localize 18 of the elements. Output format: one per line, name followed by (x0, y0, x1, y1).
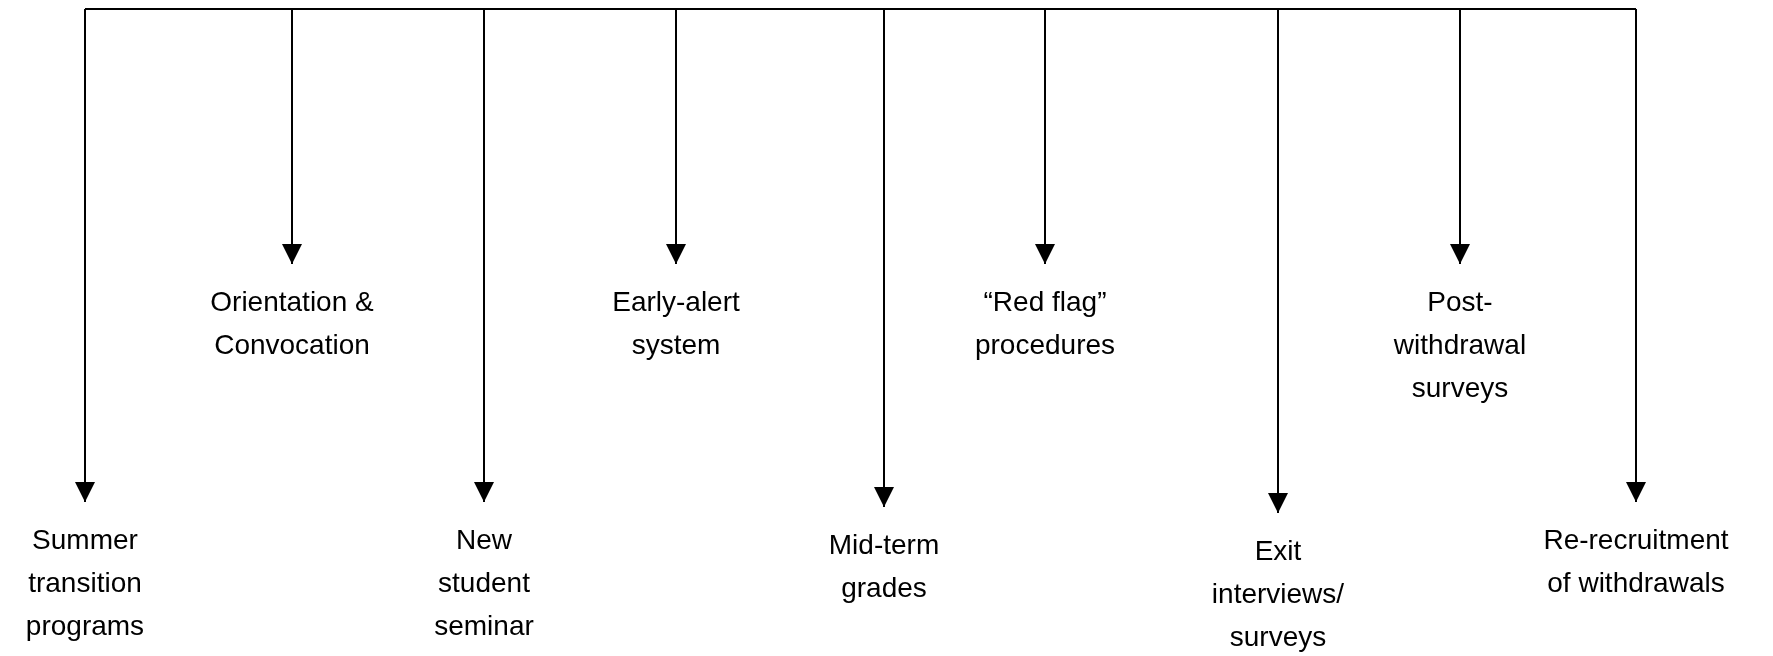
arrow (1035, 8, 1055, 265)
arrow (1450, 8, 1470, 265)
arrow (1626, 8, 1646, 503)
arrow (282, 8, 302, 265)
milestone-label: Early-alert system (591, 280, 761, 366)
arrow (75, 8, 95, 503)
arrow (874, 8, 894, 508)
milestone-label: Exit interviews/ surveys (1198, 529, 1358, 656)
milestone-label: Re-recruitment of withdrawals (1528, 518, 1744, 604)
milestone-label: New student seminar (424, 518, 544, 647)
arrow (1268, 8, 1288, 514)
milestone-label: “Red flag” procedures (960, 280, 1130, 366)
arrow (474, 8, 494, 503)
milestone-label: Mid-term grades (809, 523, 959, 609)
milestone-label: Orientation & Convocation (204, 280, 380, 366)
milestone-label: Post- withdrawal surveys (1385, 280, 1535, 409)
milestone-label: Summer transition programs (5, 518, 165, 647)
arrow (666, 8, 686, 265)
